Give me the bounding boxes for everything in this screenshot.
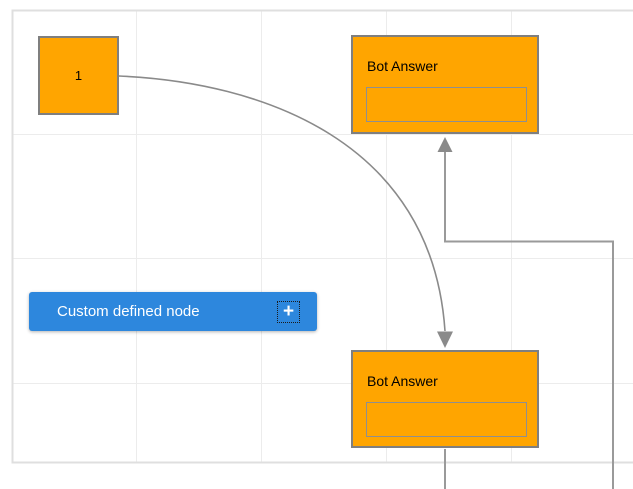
node-start[interactable]: 1 [38, 36, 119, 115]
node-start-label: 1 [74, 68, 83, 83]
connector-curve[interactable] [118, 75, 453, 348]
node-bot-answer-top[interactable]: Bot Answer [351, 35, 539, 134]
bot-answer-input[interactable] [366, 87, 527, 122]
arrowhead-up-icon [437, 137, 453, 152]
custom-defined-node-label: Custom defined node [57, 303, 200, 320]
plus-icon[interactable]: + [277, 301, 300, 323]
bot-answer-input[interactable] [366, 402, 527, 437]
arrowhead-down-icon [437, 331, 453, 348]
canvas-border [11, 9, 633, 464]
node-bot-answer-bottom[interactable]: Bot Answer [351, 350, 539, 448]
custom-defined-node-button[interactable]: Custom defined node + [29, 292, 317, 331]
bot-answer-title: Bot Answer [367, 58, 438, 74]
connector-elbow[interactable] [437, 137, 614, 489]
bot-answer-title: Bot Answer [367, 373, 438, 389]
